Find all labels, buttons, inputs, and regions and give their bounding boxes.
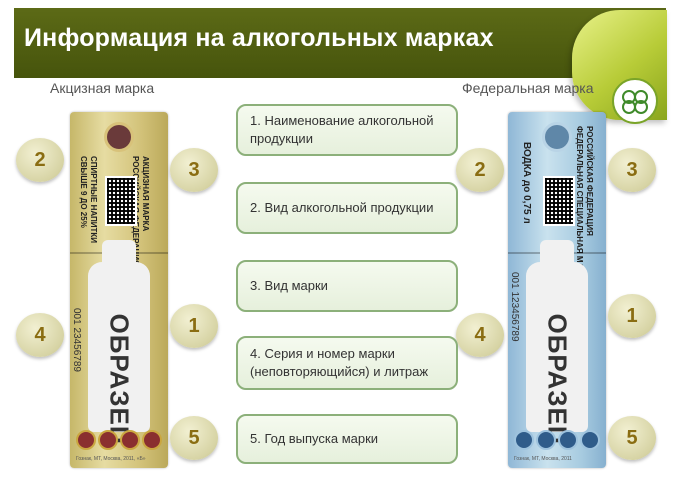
stamp-strip-text: СПИРТНЫЕ НАПИТКИ	[89, 156, 98, 244]
clover-logo-icon	[612, 78, 658, 124]
sample-watermark-text: ОБРАЗЕЦ	[104, 313, 135, 446]
coin-row	[514, 430, 600, 454]
excise-stamp-label: Акцизная марка	[50, 80, 155, 96]
stamp-strip-text: АКЦИЗНАЯ МАРКА	[141, 156, 150, 232]
coin-eagle-icon	[142, 430, 162, 450]
coin-rf-icon	[514, 430, 534, 450]
info-box-product-name: 1. Наименование алкогольной продукции	[236, 104, 458, 156]
stamp-strip-text: ВОДКА до 0,75 л	[521, 142, 532, 224]
badge-right: 1	[608, 294, 656, 338]
badge-right: 2	[456, 148, 504, 192]
coin-row	[76, 430, 162, 454]
excise-stamp-image: РОССИЙСКАЯ ФЕДЕРАЦИЯ АКЦИЗНАЯ МАРКА СПИР…	[70, 112, 168, 468]
qr-code-icon	[543, 176, 575, 226]
stamp-emblem-icon	[104, 122, 134, 152]
coin-rf-icon	[76, 430, 96, 450]
bottle-shape	[526, 262, 588, 432]
stamp-footer: Гознак, МТ, Москва, 2011	[514, 456, 572, 462]
stamp-strip-text: ФЕДЕРАЛЬНАЯ СПЕЦИАЛЬНАЯ МАРКА	[575, 126, 584, 285]
coin-eagle-icon	[558, 430, 578, 450]
info-box-product-type: 2. Вид алкогольной продукции	[236, 182, 458, 234]
stamp-serial-number: 001 23456789	[71, 308, 82, 372]
badge-left: 1	[170, 304, 218, 348]
badge-left: 2	[16, 138, 64, 182]
stamp-strip-text: СВЫШЕ 9 ДО 25%	[79, 156, 88, 228]
header-banner: Информация на алкогольных марках	[14, 8, 666, 78]
stamp-serial-number: 001 123456789	[509, 272, 520, 342]
badge-right: 5	[608, 416, 656, 460]
coin-eagle-icon	[536, 430, 556, 450]
sample-watermark-text: ОБРАЗЕЦ	[542, 313, 573, 446]
qr-code-icon	[105, 176, 137, 226]
badge-right: 3	[608, 148, 656, 192]
stamp-emblem-icon	[542, 122, 572, 152]
badge-left: 4	[16, 313, 64, 357]
badge-left: 5	[170, 416, 218, 460]
info-box-issue-year: 5. Год выпуска марки	[236, 414, 458, 464]
badge-left: 3	[170, 148, 218, 192]
coin-rf-icon	[120, 430, 140, 450]
federal-stamp-image: РОССИЙСКАЯ ФЕДЕРАЦИЯ ФЕДЕРАЛЬНАЯ СПЕЦИАЛ…	[508, 112, 606, 468]
coin-eagle-icon	[580, 430, 600, 450]
federal-stamp-label: Федеральная марка	[462, 80, 594, 96]
stamp-footer: Гознак, МТ, Москва, 2011, «Б»	[76, 456, 146, 462]
stamp-strip-text: РОССИЙСКАЯ ФЕДЕРАЦИЯ	[585, 126, 594, 236]
badge-right: 4	[456, 313, 504, 357]
info-box-stamp-type: 3. Вид марки	[236, 260, 458, 312]
page-title: Информация на алкогольных марках	[24, 24, 494, 52]
info-box-series-number: 4. Серия и номер марки (неповторяющийся)…	[236, 336, 458, 390]
bottle-shape	[88, 262, 150, 432]
coin-eagle-icon	[98, 430, 118, 450]
